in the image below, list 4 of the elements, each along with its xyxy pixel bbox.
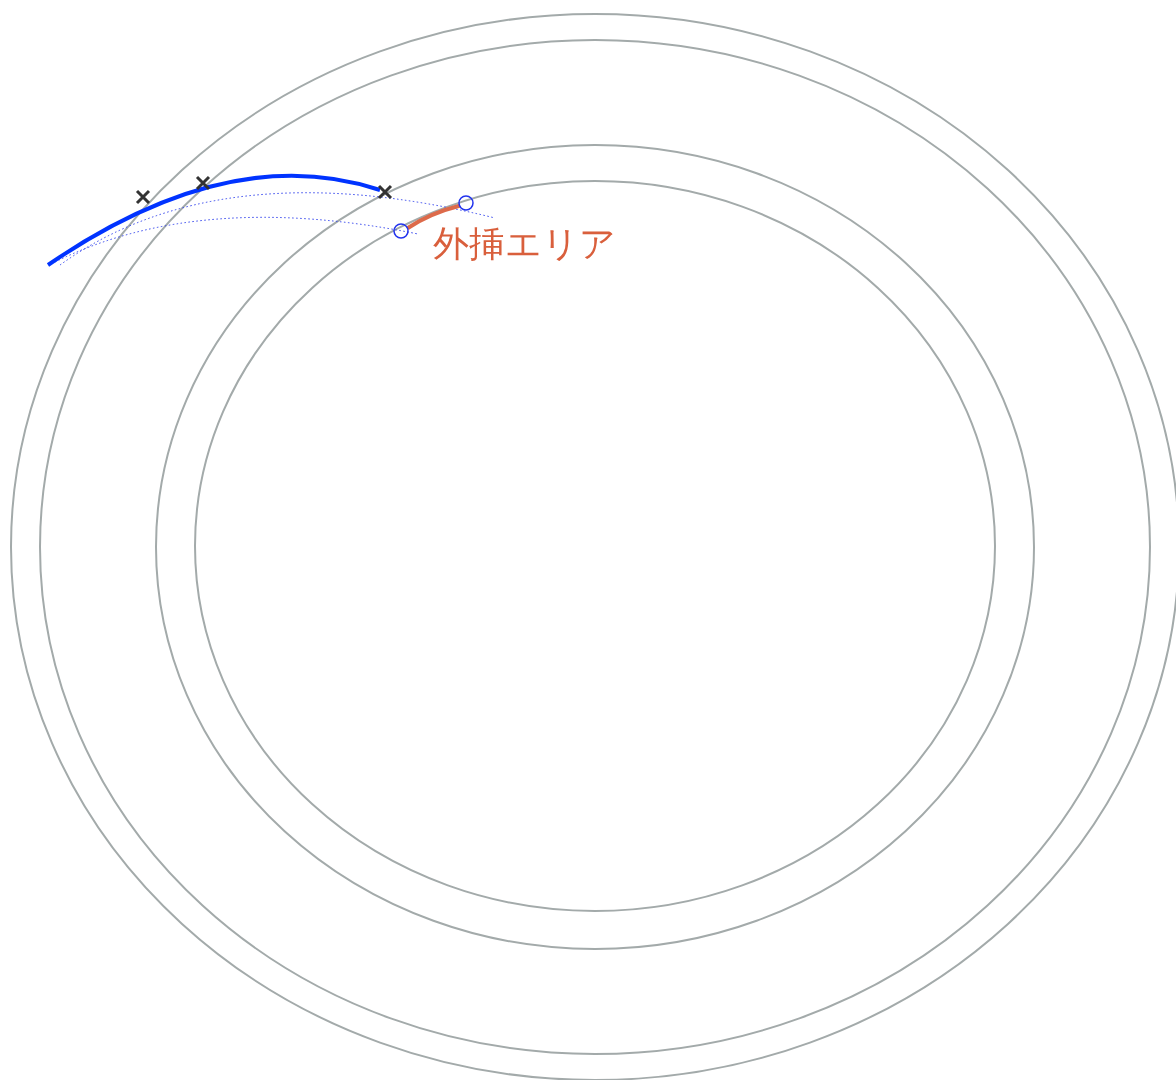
- endpoint-circle: [393, 223, 409, 239]
- endpoint-circle: [458, 195, 474, 211]
- area-label: 外挿エリア: [433, 226, 616, 262]
- extrapolated-segment: [406, 203, 461, 230]
